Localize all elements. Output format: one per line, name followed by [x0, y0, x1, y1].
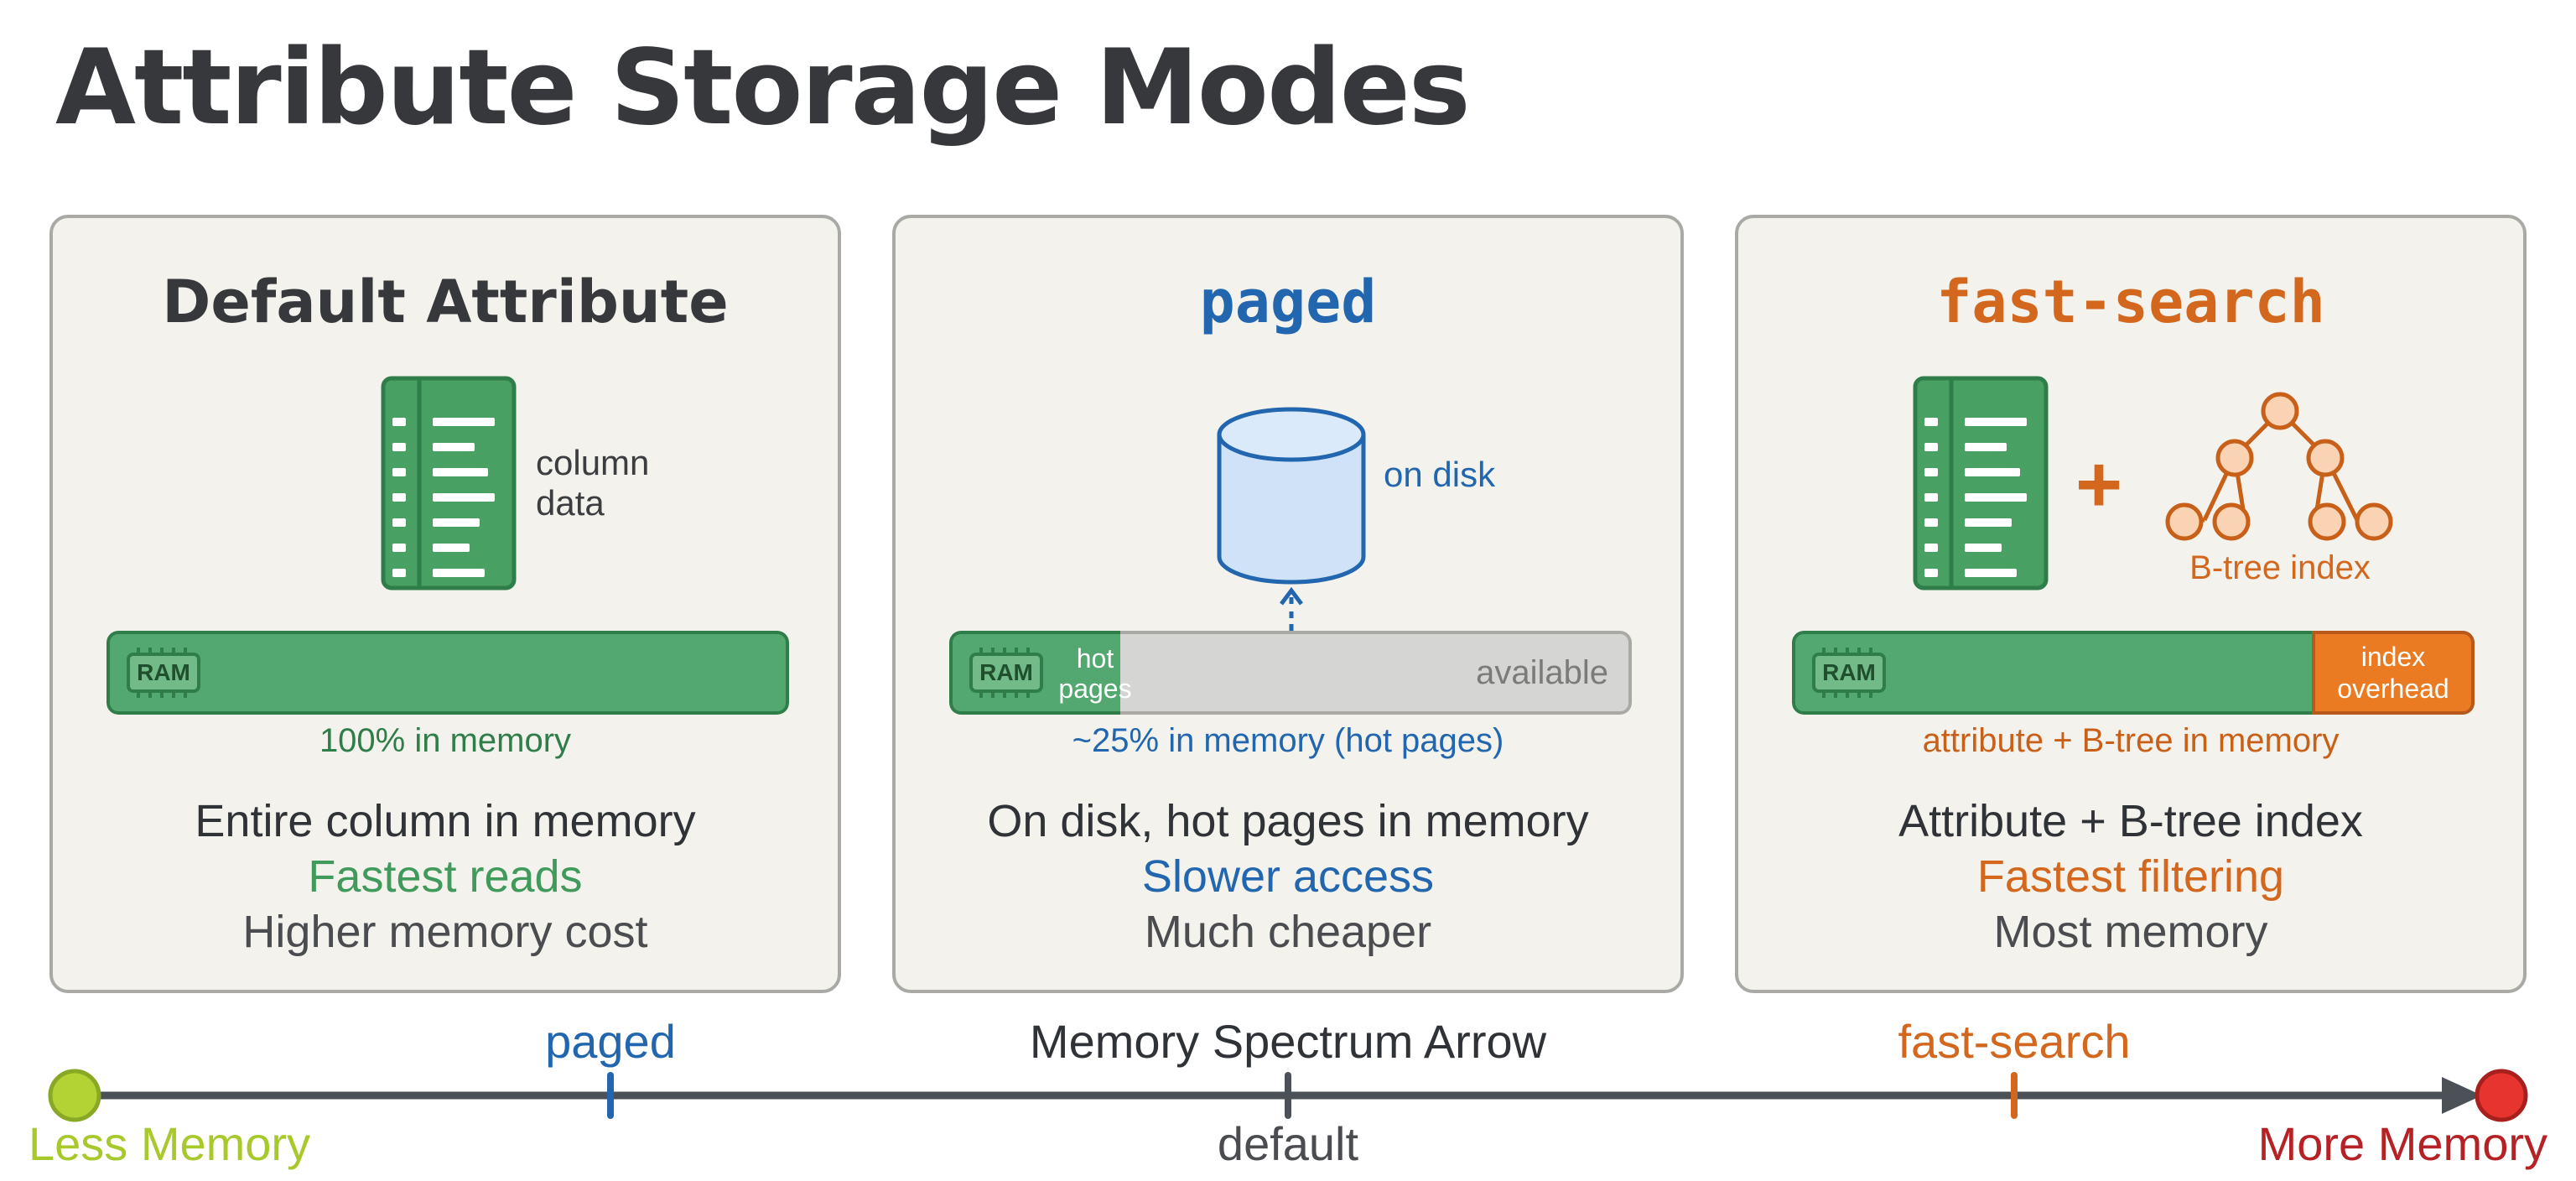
column-data-label-line1: column: [536, 443, 650, 482]
memory-bar: RAM index overhead: [1792, 631, 2475, 715]
memory-bar: RAM hot pages available: [949, 631, 1632, 715]
index-overhead-segment: [2312, 631, 2475, 715]
b-tree-label: B-tree index: [2189, 549, 2371, 586]
memory-caption: attribute + B-tree in memory: [1922, 722, 2340, 759]
description-line-2: Fastest filtering: [1976, 851, 2285, 902]
column-data-label-line2: data: [536, 483, 605, 523]
card-title: fast-search: [1936, 268, 2325, 336]
spectrum-title: Memory Spectrum Arrow: [1029, 1015, 1547, 1068]
ram-label: RAM: [137, 659, 190, 685]
index-overhead-label-line1: index: [2360, 642, 2426, 672]
page-title: Attribute Storage Modes: [55, 28, 1471, 148]
ram-label: RAM: [1822, 659, 1876, 685]
description-line-1: Entire column in memory: [195, 796, 696, 846]
description-line-2: Fastest reads: [308, 851, 583, 902]
ram-chip-icon: [1812, 648, 1886, 698]
more-memory-dot: [2475, 1069, 2528, 1122]
disk-cylinder-icon: [1217, 407, 1366, 631]
description-line-2: Slower access: [1141, 851, 1435, 902]
ram-chip-icon: [969, 648, 1043, 698]
on-disk-label: on disk: [1384, 455, 1496, 494]
more-memory-label: More Memory: [2257, 1117, 2547, 1170]
card-paged: paged on disk RAM hot pages available ~2…: [892, 215, 1684, 993]
description-line-1: Attribute + B-tree index: [1898, 796, 2363, 846]
card-default-attribute: Default Attribute column data RAM 100% i…: [49, 215, 841, 993]
marker-fast-search-label: fast-search: [1898, 1015, 2131, 1068]
hot-pages-label-line2: pages: [1058, 674, 1132, 704]
memory-bar: RAM: [106, 631, 789, 715]
hot-pages-label-line1: hot: [1076, 643, 1114, 674]
description-line-3: Most memory: [1993, 907, 2268, 957]
ram-label: RAM: [979, 659, 1033, 685]
index-overhead-label-line2: overhead: [2337, 674, 2449, 704]
memory-spectrum: Memory Spectrum Arrow paged fast-search …: [0, 998, 2576, 1181]
memory-caption: 100% in memory: [319, 722, 572, 759]
description-line-1: On disk, hot pages in memory: [987, 796, 1589, 846]
marker-paged-label: paged: [545, 1015, 676, 1068]
less-memory-label: Less Memory: [29, 1117, 311, 1170]
card-title: paged: [1199, 268, 1377, 336]
description-line-3: Higher memory cost: [242, 907, 648, 957]
ram-chip-icon: [127, 648, 200, 698]
spectrum-arrow: [48, 1069, 2528, 1122]
column-data-icon: [1913, 376, 2049, 590]
card-title: Default Attribute: [162, 268, 729, 336]
plus-sign: +: [2075, 440, 2123, 529]
memory-bar-track: [106, 631, 789, 715]
less-memory-dot: [48, 1069, 101, 1122]
marker-default-label: default: [1217, 1117, 1359, 1170]
card-fast-search: fast-search + B-tree index: [1735, 215, 2527, 993]
column-data-icon: [381, 376, 517, 590]
description-line-3: Much cheaper: [1144, 907, 1432, 957]
memory-caption: ~25% in memory (hot pages): [1072, 722, 1504, 759]
available-label: available: [1476, 654, 1608, 691]
b-tree-icon: [2165, 392, 2393, 541]
